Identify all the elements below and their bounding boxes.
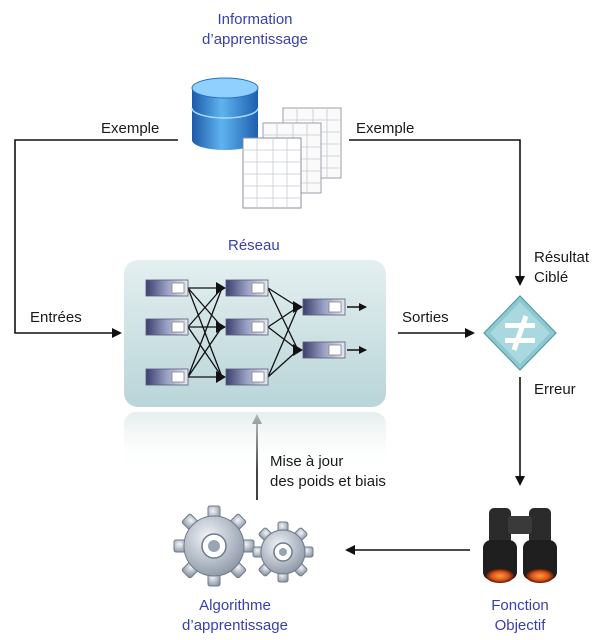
large-gear <box>173 505 255 587</box>
network-panel <box>124 260 386 472</box>
binoculars-icon <box>483 508 557 583</box>
gears-icon <box>173 505 314 587</box>
output-layer <box>293 298 346 359</box>
example-right-label: Exemple <box>356 120 415 137</box>
learning-algorithm-label: Algorithme d’apprentissage <box>170 596 300 636</box>
neuron-node-icon <box>145 279 189 297</box>
neuron-node-icon <box>225 279 269 297</box>
target-result-line1: Résultat <box>534 249 590 266</box>
network-title: Réseau <box>228 237 280 254</box>
network-output-arrows <box>347 303 367 354</box>
example-left-label: Exemple <box>101 120 160 137</box>
comparator-icon <box>483 295 557 371</box>
training-info-line1: Information <box>217 11 293 28</box>
target-result-label: Résultat Ciblé <box>534 248 589 288</box>
neuron-node-icon <box>302 341 346 359</box>
objective-function-label: Fonction Objectif <box>470 596 570 636</box>
spreadsheet-icon <box>242 107 342 209</box>
database-icon <box>191 77 259 150</box>
inputs-label: Entrées <box>30 309 82 326</box>
small-gear <box>252 521 314 583</box>
neuron-node-icon <box>145 368 189 386</box>
target-result-line2: Ciblé <box>534 269 569 286</box>
outputs-label: Sorties <box>402 309 449 326</box>
connector-example-left <box>14 139 178 338</box>
input-layer <box>145 279 189 386</box>
learning-algorithm-line1: Algorithme <box>199 597 271 614</box>
training-info-line2: d’apprentissage <box>202 31 308 48</box>
update-weights-label: Mise à jour des poids et biais <box>270 452 386 492</box>
neuron-node-icon <box>302 298 346 316</box>
hidden-layer <box>216 279 269 386</box>
error-label: Erreur <box>534 381 576 398</box>
update-weights-line1: Mise à jour <box>270 453 344 470</box>
neuron-node-icon <box>225 368 269 386</box>
neuron-node-icon <box>225 318 269 336</box>
objective-function-line2: Objectif <box>494 617 546 634</box>
neuron-node-icon <box>145 318 189 336</box>
learning-algorithm-line2: d’apprentissage <box>182 617 288 634</box>
training-info-title: Information d’apprentissage <box>190 10 320 50</box>
connector-example-right <box>349 139 525 286</box>
objective-function-line1: Fonction <box>491 597 549 614</box>
update-weights-line2: des poids et biais <box>270 473 386 490</box>
